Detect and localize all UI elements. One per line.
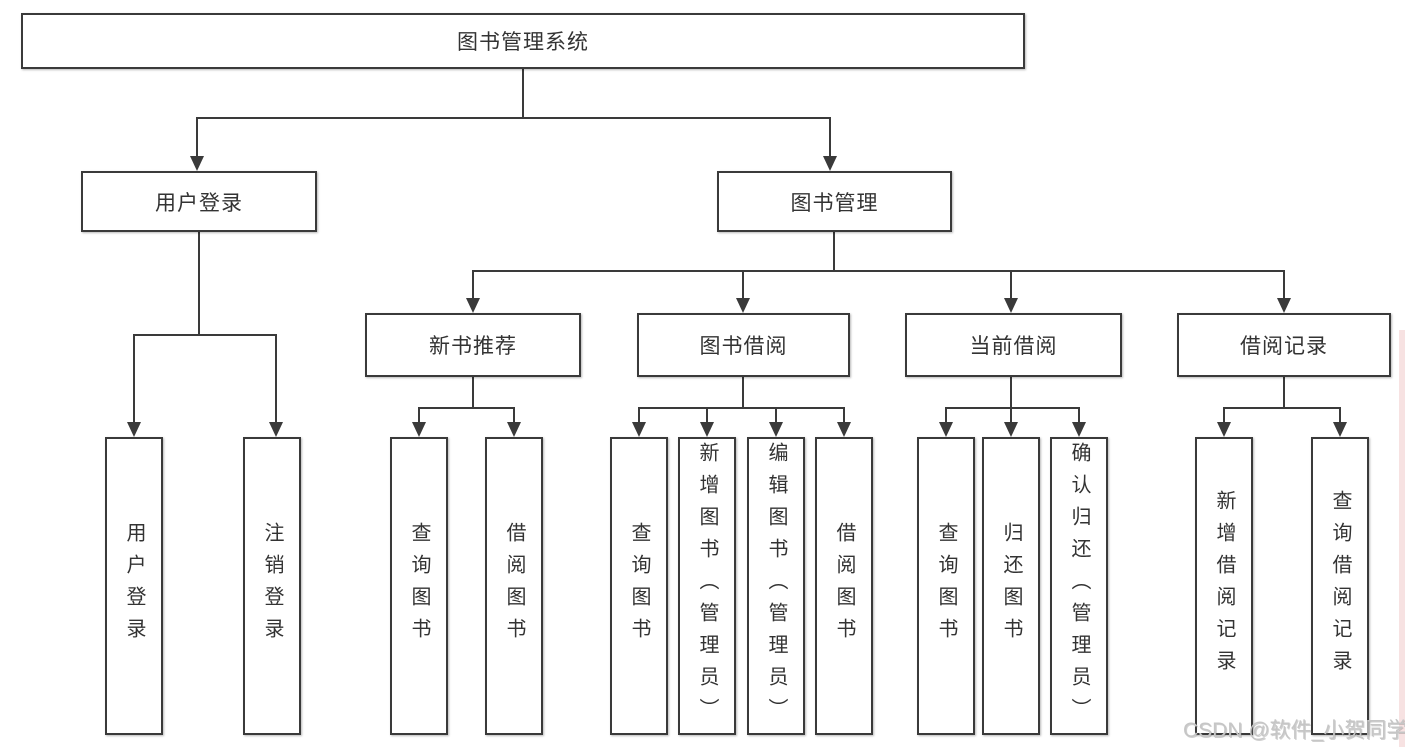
leaf-borrow-edit-books-admin: 编辑图书（管理员） [747,437,805,735]
arrow-down-icon [1004,422,1018,437]
node-user-login-label: 用户登录 [155,191,243,215]
leaf-user-login: 用户登录 [105,437,163,735]
leaf-borrow-query-books-label: 查询图书 [628,522,650,650]
watermark: CSDN @软件_小贺同学 [1183,719,1405,742]
node-new-book-recommend: 新书推荐 [365,313,581,377]
leaf-newbook-borrow-books: 借阅图书 [485,437,543,735]
leaf-borrow-add-books-admin-label: 新增图书（管理员） [696,442,718,730]
arrow-down-icon [1217,422,1231,437]
leaf-user-login-label: 用户登录 [123,522,145,650]
connector-bookborrow-to-leaves [638,377,845,423]
leaf-borrow-edit-books-admin-label: 编辑图书（管理员） [765,442,787,730]
arrow-down-icon [412,422,426,437]
connector-currentborrow-to-leaves [945,377,1080,423]
node-root: 图书管理系统 [21,13,1025,69]
node-borrow-records-label: 借阅记录 [1240,335,1328,358]
arrow-down-icon [769,422,783,437]
arrow-down-icons [127,156,1347,437]
right-edge-tint [1399,330,1405,747]
leaf-newbook-query-books: 查询图书 [390,437,448,735]
arrow-down-icon [507,422,521,437]
arrow-down-icon [939,422,953,437]
leaf-current-return-books: 归还图书 [982,437,1040,735]
arrow-down-icon [736,298,750,313]
leaf-borrow-borrow-books: 借阅图书 [815,437,873,735]
node-user-login: 用户登录 [81,171,317,232]
connector-userlogin-to-leaves [133,232,277,423]
leaf-current-query-books-label: 查询图书 [935,522,957,650]
leaf-records-add-record-label: 新增借阅记录 [1213,490,1235,682]
node-book-borrow-label: 图书借阅 [699,335,788,358]
leaf-current-query-books: 查询图书 [917,437,975,735]
node-root-label: 图书管理系统 [457,31,589,54]
connector-newbooks-to-leaves [418,377,515,423]
leaf-current-confirm-return-admin-label: 确认归还（管理员） [1068,442,1090,730]
node-new-book-recommend-label: 新书推荐 [429,335,517,358]
arrow-down-icon [1004,298,1018,313]
arrow-down-icon [466,298,480,313]
leaf-newbook-query-books-label: 查询图书 [408,522,430,650]
node-current-borrow: 当前借阅 [905,313,1122,377]
arrow-down-icon [1277,298,1291,313]
node-book-management: 图书管理 [717,171,952,232]
connector-root-to-level2 [196,69,831,157]
leaf-current-confirm-return-admin: 确认归还（管理员） [1050,437,1108,735]
leaf-newbook-borrow-books-label: 借阅图书 [503,522,525,650]
leaf-records-query-record-label: 查询借阅记录 [1329,490,1351,682]
leaf-records-add-record: 新增借阅记录 [1195,437,1253,735]
arrow-down-icon [632,422,646,437]
arrow-down-icon [837,422,851,437]
arrow-down-icon [823,156,837,171]
arrow-down-icon [1333,422,1347,437]
node-book-management-label: 图书管理 [790,191,879,215]
leaf-logout: 注销登录 [243,437,301,735]
arrow-down-icon [127,422,141,437]
node-book-borrow: 图书借阅 [637,313,850,377]
leaf-borrow-add-books-admin: 新增图书（管理员） [678,437,736,735]
connector-records-to-leaves [1223,377,1341,423]
node-borrow-records: 借阅记录 [1177,313,1391,377]
leaf-borrow-borrow-books-label: 借阅图书 [833,522,855,650]
arrow-down-icon [1072,422,1086,437]
arrow-down-icon [190,156,204,171]
leaf-current-return-books-label: 归还图书 [1000,522,1022,650]
leaf-records-query-record: 查询借阅记录 [1311,437,1369,735]
connector-bookmgmt-to-level3 [472,232,1285,299]
leaf-logout-label: 注销登录 [261,522,283,650]
node-current-borrow-label: 当前借阅 [969,335,1058,358]
arrow-down-icon [700,422,714,437]
arrow-down-icon [269,422,283,437]
leaf-borrow-query-books: 查询图书 [610,437,668,735]
